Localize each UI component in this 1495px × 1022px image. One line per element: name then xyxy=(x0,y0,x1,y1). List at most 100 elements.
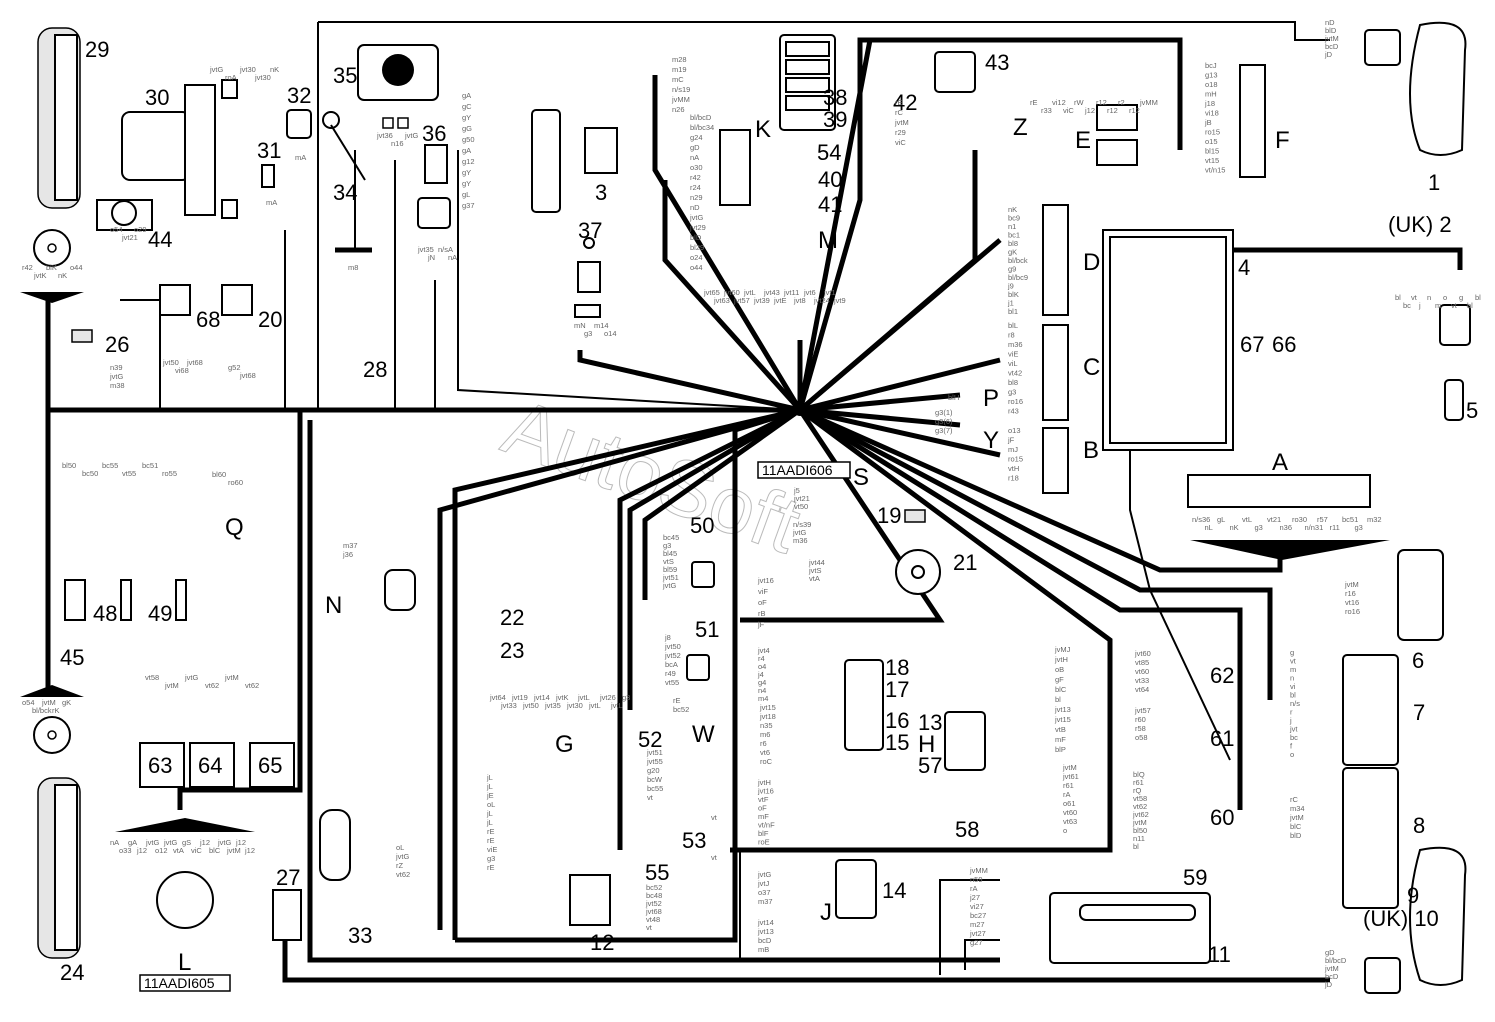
letter-f: F xyxy=(1275,127,1290,154)
wire-label: rA xyxy=(970,884,978,893)
wire-label: gF xyxy=(1055,675,1064,684)
component-20-sensor xyxy=(221,284,253,316)
component-45-sensor xyxy=(64,579,86,621)
wire-label: jvtG xyxy=(404,131,419,140)
callout-35: 35 xyxy=(333,63,357,88)
wire-label: jL xyxy=(486,782,493,791)
component-11-control-panel xyxy=(1049,892,1211,964)
wire-label: g13 xyxy=(1205,71,1218,80)
component-51-relay xyxy=(686,654,710,681)
wire-label: viE xyxy=(487,845,497,854)
wire-label: n/s19 xyxy=(672,85,690,94)
component-19 xyxy=(904,509,926,523)
wire-label: g27 xyxy=(970,938,983,947)
wire-label: jvMM xyxy=(969,866,988,875)
wire-label: bc xyxy=(1290,733,1298,742)
wire-label: n59 xyxy=(970,875,983,884)
wire-label: bl15 xyxy=(1205,147,1219,156)
component-31-sensor xyxy=(261,164,275,188)
wire-label: jvt65 xyxy=(703,288,720,297)
wire-label: nK xyxy=(1008,205,1017,214)
wire-label: blF xyxy=(758,829,769,838)
callout-60: 60 xyxy=(1210,805,1234,830)
wire-label: n xyxy=(1290,674,1294,683)
wire-label: n29 xyxy=(690,193,703,202)
callout-54: 54 xyxy=(817,140,841,165)
letter-w: W xyxy=(692,721,715,748)
wire-label: rZ xyxy=(396,861,403,870)
wire-label: rB xyxy=(758,609,766,618)
wire-label: bl xyxy=(1395,293,1401,302)
wire-label: vt62 xyxy=(396,870,410,879)
wire-label: vt xyxy=(711,813,718,822)
wire-label: vt85 xyxy=(1135,658,1149,667)
wire-label: g3 xyxy=(1355,523,1363,532)
wire-label: m19 xyxy=(672,65,687,74)
wire-label: vt63 xyxy=(1063,817,1077,826)
reference-tag-605: 11AADI605 xyxy=(139,974,231,992)
wire-label: ro16 xyxy=(1345,607,1360,616)
wire-label: rK xyxy=(52,706,60,715)
component-3-plug xyxy=(531,109,618,213)
component-21-horn xyxy=(895,549,941,595)
wire-label: j12 xyxy=(1084,106,1095,115)
wire-label: ro15 xyxy=(1008,455,1023,464)
wire-label: jvt68 xyxy=(186,358,203,367)
wire-label: j12 xyxy=(244,846,255,855)
wire-label: m6 xyxy=(760,730,770,739)
wire-label: jvt29 xyxy=(689,223,706,232)
wire-label: jvt36 xyxy=(376,131,393,140)
wire-label: vi27 xyxy=(970,902,984,911)
wire-label: jvtM xyxy=(1344,580,1359,589)
connector-L-round xyxy=(115,818,255,929)
wire-label: jvt16 xyxy=(757,576,774,585)
wire-label: blD xyxy=(690,233,702,242)
callout-12: 12 xyxy=(590,930,614,955)
wire-label: g3(1) xyxy=(935,408,953,417)
wire-label: m37 xyxy=(758,897,773,906)
letter-e: E xyxy=(1075,127,1091,154)
wire-label: n/sA xyxy=(438,245,453,254)
component-15-18-switches xyxy=(844,659,884,751)
wire-label: m32 xyxy=(1367,515,1382,524)
wire-label-group-g: jvt64jvt33jvt19jvt50jvt14jvt35jvtKjvt30j… xyxy=(489,693,630,710)
wire-label: g24 xyxy=(690,133,703,142)
wire-label: m36 xyxy=(1008,340,1023,349)
wire-label: jvt18 xyxy=(759,712,776,721)
wire-label: jvt15 xyxy=(759,703,776,712)
wire-label: bl50 xyxy=(62,461,76,470)
callout-63: 63 xyxy=(148,753,172,778)
wire-label: blH xyxy=(948,393,959,402)
wire-label: bl/bc34 xyxy=(690,123,714,132)
wire-label: nK xyxy=(270,65,279,74)
terminal-strip-A xyxy=(1187,474,1371,508)
wire-label: o18 xyxy=(1205,80,1218,89)
wire-label: jvtG xyxy=(145,838,160,847)
wire-label: jvt55 xyxy=(646,757,663,766)
wire-label: vt xyxy=(1411,293,1418,302)
wire-label: vtL xyxy=(1242,515,1252,524)
callout-39: 39 xyxy=(823,107,847,132)
wire-label: jvt27 xyxy=(969,929,986,938)
callout-68: 68 xyxy=(196,307,220,332)
wire-label: o xyxy=(1443,293,1447,302)
wire-label: jvMJ xyxy=(1054,645,1071,654)
wire-label: o44 xyxy=(690,263,703,272)
callout-36: 36 xyxy=(422,121,446,146)
main-harness xyxy=(45,21,1463,983)
wire-label: mA xyxy=(266,198,277,207)
wire-label: o xyxy=(1063,826,1067,835)
wire-label: rA xyxy=(1063,790,1071,799)
wire-label: j27 xyxy=(969,893,980,902)
wire-label: gG xyxy=(462,124,472,133)
terminal-strip-C xyxy=(1042,324,1069,421)
letter-l: L xyxy=(178,949,191,976)
wire-label: jvtE xyxy=(773,296,787,305)
wire-label: blK xyxy=(1008,290,1019,299)
